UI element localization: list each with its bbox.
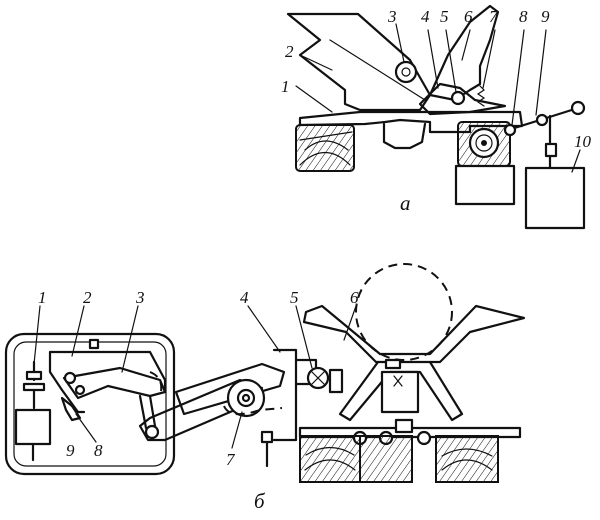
- labels-b: 1 2 3 4 5 6 7 8 9: [38, 288, 359, 469]
- block-9-b: [14, 408, 52, 446]
- labels-a: 1 2 3 4 5 6 7 8 9 10: [281, 7, 592, 151]
- pawl-a: [418, 82, 507, 116]
- label-b-6: 6: [350, 288, 359, 307]
- v-rail-6-b: [302, 304, 526, 364]
- bolt-b: [260, 430, 274, 468]
- label-a-5: 5: [440, 7, 449, 26]
- leaders-b: [33, 305, 357, 449]
- sleeper-left-a: [295, 124, 355, 172]
- leaders-a: [295, 23, 581, 173]
- post-4-b: [272, 348, 298, 442]
- sleeper-left-b: [299, 435, 361, 483]
- label-a-9: 9: [541, 7, 550, 26]
- label-a-2: 2: [285, 42, 294, 61]
- label-b-3: 3: [135, 288, 145, 307]
- label-a-6: 6: [464, 7, 473, 26]
- block-10-a: [524, 166, 586, 230]
- sleeper-right-b: [435, 435, 499, 483]
- label-b-1: 1: [38, 288, 47, 307]
- label-a-1: 1: [281, 77, 290, 96]
- label-b-8: 8: [94, 441, 103, 460]
- sleeper-mid-b: [359, 435, 413, 483]
- label-a-4: 4: [421, 7, 430, 26]
- contact-1-b: [22, 360, 46, 410]
- housing-b: [4, 332, 176, 476]
- label-b-5: 5: [290, 288, 299, 307]
- rail-clamp-a: [382, 122, 427, 150]
- pivot-3-a: [394, 60, 418, 84]
- label-a-3: 3: [387, 7, 397, 26]
- caption-b: б: [254, 489, 266, 513]
- diagram-a: 1 2 3 4 5 6 7 8 9 10 а: [281, 4, 592, 230]
- label-b-2: 2: [83, 288, 92, 307]
- bracket-2-b: [48, 350, 167, 414]
- jaw-arm-2-a: [286, 12, 432, 112]
- base-plate-a: [298, 110, 524, 134]
- pawl-8-b: [60, 396, 82, 422]
- label-b-9: 9: [66, 441, 75, 460]
- label-b-4: 4: [240, 288, 249, 307]
- label-a-7: 7: [489, 7, 499, 26]
- dashed-arc-b: [149, 371, 283, 416]
- support-box-a: [454, 164, 516, 206]
- label-b-7: 7: [226, 450, 236, 469]
- wheel-b: [355, 263, 453, 361]
- label-a-8: 8: [519, 7, 528, 26]
- label-a-10: 10: [574, 132, 592, 151]
- caption-a: а: [400, 191, 411, 215]
- diagram-b: 1 2 3 4 5 6 7 8 9 б: [4, 263, 526, 513]
- spring-7-a: [476, 85, 486, 107]
- lever-3-b: [62, 366, 167, 400]
- sleeper-right-a: [457, 121, 511, 167]
